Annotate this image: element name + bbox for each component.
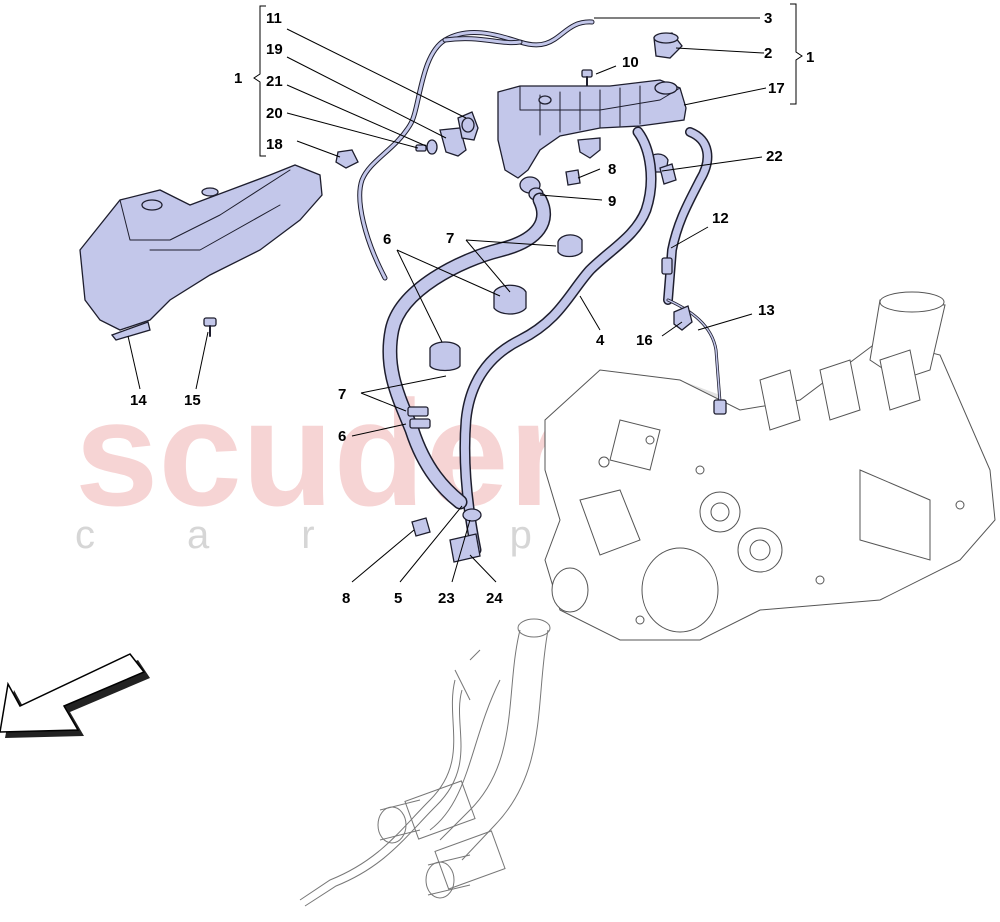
screw-20 bbox=[415, 144, 427, 152]
callout-19: 19 bbox=[266, 41, 283, 58]
pad-8-upper bbox=[565, 169, 581, 186]
callout-9: 9 bbox=[608, 193, 616, 210]
group-brackets bbox=[253, 3, 803, 157]
pad-8-lower bbox=[411, 517, 431, 537]
callout-2: 2 bbox=[764, 45, 772, 62]
callout-8-lower: 8 bbox=[342, 590, 350, 607]
clamp-7-lower bbox=[407, 406, 431, 429]
callout-24: 24 bbox=[486, 590, 503, 607]
callout-11: 11 bbox=[266, 10, 282, 27]
callout-18: 18 bbox=[266, 136, 283, 153]
clamp-6-upper bbox=[493, 284, 527, 315]
direction-arrow-icon bbox=[0, 653, 150, 738]
callout-8-upper: 8 bbox=[608, 161, 616, 178]
clamp-7-upper bbox=[557, 234, 583, 258]
bracket-11 bbox=[457, 111, 479, 141]
vent-hose-3 bbox=[357, 19, 595, 281]
callout-7-lower: 7 bbox=[338, 386, 346, 403]
expansion-tank-17 bbox=[497, 79, 687, 179]
bracket-19 bbox=[439, 127, 467, 157]
callout-15: 15 bbox=[184, 392, 201, 409]
clamp-24 bbox=[449, 533, 481, 563]
sensor-line-13 bbox=[666, 298, 727, 415]
callout-20: 20 bbox=[266, 105, 283, 122]
engine-block bbox=[544, 291, 996, 641]
screw-10 bbox=[581, 69, 593, 87]
clip-16 bbox=[673, 305, 693, 331]
clip-18 bbox=[335, 149, 359, 169]
callout-5: 5 bbox=[394, 590, 402, 607]
hose-12 bbox=[661, 127, 713, 305]
callout-7-upper: 7 bbox=[446, 230, 454, 247]
callout-labels: 1 1 2 3 4 5 6 6 7 7 8 8 9 10 11 12 13 14… bbox=[130, 10, 814, 607]
callout-17: 17 bbox=[768, 80, 785, 97]
bolt-15 bbox=[203, 317, 217, 337]
callout-10: 10 bbox=[622, 54, 639, 71]
hose-5 bbox=[382, 192, 552, 510]
callout-1-right: 1 bbox=[806, 49, 814, 66]
clamp-6-mid bbox=[429, 341, 461, 372]
callout-21: 21 bbox=[266, 73, 283, 90]
callout-1-left: 1 bbox=[234, 70, 242, 87]
callout-3: 3 bbox=[764, 10, 772, 27]
leader-lines bbox=[127, 17, 767, 583]
callout-14: 14 bbox=[130, 392, 147, 409]
callout-4: 4 bbox=[596, 332, 605, 349]
callout-16: 16 bbox=[636, 332, 653, 349]
callout-13: 13 bbox=[758, 302, 775, 319]
callout-22: 22 bbox=[766, 148, 783, 165]
cap-2 bbox=[653, 32, 683, 59]
callout-6-lower: 6 bbox=[338, 428, 346, 445]
hose-4 bbox=[459, 126, 657, 556]
callout-6-upper: 6 bbox=[383, 231, 391, 248]
heat-shield bbox=[79, 164, 323, 341]
ring-23 bbox=[462, 508, 482, 522]
callout-12: 12 bbox=[712, 210, 729, 227]
coolant-pipe-assembly bbox=[299, 618, 551, 907]
callout-23: 23 bbox=[438, 590, 455, 607]
washer-21 bbox=[426, 139, 438, 155]
